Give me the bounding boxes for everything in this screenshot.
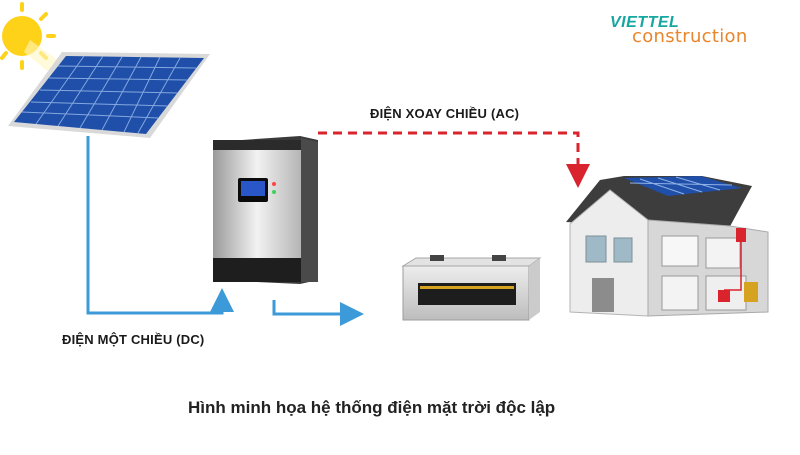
house-icon — [566, 176, 769, 317]
dc-wires — [86, 136, 364, 326]
logo-subtitle: construction — [632, 26, 748, 47]
inverter-icon — [213, 136, 318, 284]
ac-wire — [318, 131, 590, 188]
diagram-caption: Hình minh họa hệ thống điện mặt trời độc… — [188, 398, 556, 417]
viettel-construction-logo: VIETTEL construction — [610, 14, 780, 47]
dc-label: ĐIỆN MỘT CHIỀU (DC) — [62, 332, 205, 347]
solar-panel-icon — [8, 52, 210, 138]
battery-icon — [401, 255, 542, 321]
ac-label: ĐIỆN XOAY CHIỀU (AC) — [370, 106, 520, 121]
logo-brand: VIETTEL — [610, 14, 680, 31]
